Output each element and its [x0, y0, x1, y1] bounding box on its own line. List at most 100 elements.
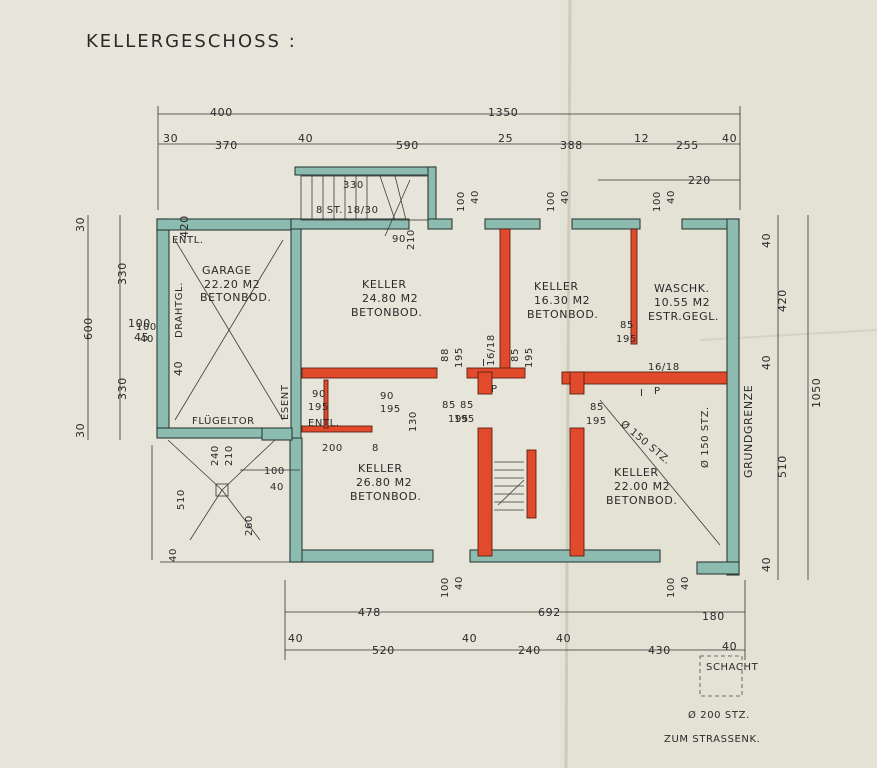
i-label-1: I	[482, 358, 486, 369]
dim-text: 330	[116, 262, 129, 285]
dim-text: 88	[440, 348, 451, 362]
dim-text: 100	[264, 466, 285, 477]
dim-text: 240	[210, 445, 221, 466]
dim-text: 420	[776, 289, 789, 312]
dim-text: 85	[590, 402, 604, 413]
dim-text: 40	[722, 132, 737, 145]
interior-walls	[301, 228, 728, 557]
dim-text: 40	[666, 190, 677, 204]
dim-text: 85	[460, 400, 474, 411]
wall-stair-center	[526, 449, 537, 519]
dim-top-row-2: 30 370 40 590 25 388 12 255 40 220	[163, 132, 737, 187]
dim-text: 25	[498, 132, 513, 145]
annotations: 330 8 ST. 18/30 ENTL. ENTL. DRAHTGL. FLÜ…	[172, 180, 760, 745]
room-keller-2: KELLER 16.30 M2 BETONBOD.	[527, 280, 598, 321]
keller1-floor: BETONBOD.	[351, 306, 422, 319]
dim-text: 692	[538, 606, 561, 619]
stair-upper	[300, 175, 429, 237]
dim-text: 478	[358, 606, 381, 619]
east-wall	[726, 218, 740, 576]
waschk-floor: ESTR.GEGL.	[648, 310, 719, 323]
dim-text: 40	[722, 640, 737, 653]
dim-text: 255	[676, 139, 699, 152]
waschk-area: 10.55 M2	[654, 296, 710, 309]
dim-text: 12	[634, 132, 649, 145]
keller3-floor: BETONBOD.	[350, 490, 421, 503]
keller4-area: 22.00 M2	[614, 480, 670, 493]
dim-openings: 100 40 100 40 100 40 100 40 100 40 100 4…	[136, 190, 691, 598]
dim-text: 40	[172, 361, 185, 376]
schacht-label: SCHACHT	[706, 662, 759, 673]
dim-text: 240	[518, 644, 541, 657]
dim-text: 200	[322, 443, 343, 454]
south-wall-3	[696, 561, 740, 575]
step-ratio-2: 16/18	[648, 362, 680, 373]
wall-stair-corner	[477, 371, 493, 395]
dim-text: 40	[760, 557, 773, 572]
dim-text: 330	[116, 377, 129, 400]
pipe-label: Ø 200 STZ.	[688, 709, 750, 721]
dim-text: 40	[760, 355, 773, 370]
dim-text: 210	[406, 229, 417, 250]
dim-text: 195	[524, 347, 535, 368]
wall-stairwell-west	[477, 427, 493, 557]
north-wall-1	[290, 218, 410, 230]
dim-text: 210	[224, 445, 235, 466]
dim-text: 260	[244, 515, 255, 536]
dim-text: 130	[408, 411, 419, 432]
i-label-2: I	[640, 388, 644, 399]
dim-text: 510	[176, 489, 187, 510]
wall-keller2-waschk	[630, 228, 638, 345]
dim-text: 100	[666, 577, 677, 598]
wall-corridor-north-2	[466, 367, 526, 379]
garage-floor: BETONBOD.	[200, 291, 271, 304]
dim-text: 8	[372, 443, 379, 454]
dim-text: 1350	[488, 106, 518, 119]
waschk-label: WASCHK.	[654, 282, 710, 295]
dim-text: 40	[288, 632, 303, 645]
dim-text: 90	[380, 391, 394, 402]
dim-text: 520	[372, 644, 395, 657]
keller2-floor: BETONBOD.	[527, 308, 598, 321]
exterior-walls	[156, 166, 740, 576]
pipe-line	[599, 399, 721, 546]
dim-text: 85	[442, 400, 456, 411]
dim-text: 90	[312, 389, 326, 400]
dim-text: 180	[702, 610, 725, 623]
dim-top-row-1: 400 1350	[210, 106, 518, 119]
keller4-floor: BETONBOD.	[606, 494, 677, 507]
dim-text: 220	[688, 174, 711, 187]
p-label-2: P	[654, 386, 661, 397]
entl-label-1: ENTL.	[172, 235, 204, 246]
room-keller-4: KELLER 22.00 M2 BETONBOD.	[606, 466, 677, 507]
garage-south-wall	[156, 427, 265, 439]
stair-count: 8 ST. 18/30	[316, 205, 379, 216]
dim-text: 100	[440, 577, 451, 598]
dim-text: 85	[510, 348, 521, 362]
dim-text: 40	[462, 632, 477, 645]
garage-door-markings	[167, 239, 284, 541]
dim-text: 40	[454, 576, 465, 590]
stair-east-wall	[427, 166, 437, 224]
dim-text: 30	[74, 423, 87, 438]
p-label-1: P	[491, 384, 498, 395]
dim-text: 40	[168, 548, 179, 562]
dim-bottom: 478 692 180 40 520 40 240 40 430 40	[288, 606, 737, 657]
west-wall-lower	[289, 437, 303, 563]
dim-text: 40	[270, 482, 284, 493]
room-keller-3: KELLER 26.80 M2 BETONBOD.	[350, 462, 421, 503]
room-garage: GARAGE 22.20 M2 BETONBOD.	[200, 264, 271, 304]
dim-left: 30 330 600 330 30 420 100 45 40	[74, 215, 191, 438]
dim-text: 100	[652, 191, 663, 212]
keller2-area: 16.30 M2	[534, 294, 590, 307]
dim-text: 600	[82, 317, 95, 340]
keller3-label: KELLER	[358, 462, 403, 475]
south-wall-2	[469, 549, 661, 563]
dim-text: 40	[140, 334, 154, 345]
dim-text: 195	[454, 347, 465, 368]
stair-north-wall	[294, 166, 436, 176]
room-waschk: WASCHK. 10.55 M2 ESTR.GEGL.	[648, 282, 719, 323]
wall-corridor-north-1	[301, 367, 438, 379]
dim-text: 195	[586, 416, 607, 427]
dim-text: 100	[128, 317, 151, 330]
